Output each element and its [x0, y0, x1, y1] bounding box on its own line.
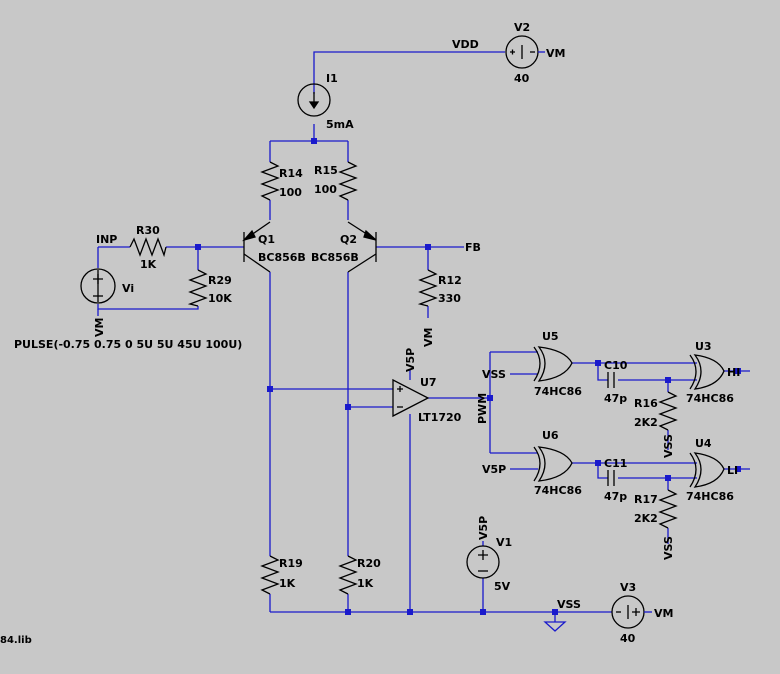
u5-label: U5 — [542, 330, 559, 343]
r19-label: R19 — [279, 557, 303, 570]
pulse-spec: PULSE(-0.75 0.75 0 5U 5U 45U 100U) — [14, 338, 242, 351]
r14-label: R14 — [279, 167, 303, 180]
r20-value: 1K — [357, 577, 374, 590]
r30-resistor[interactable] — [129, 237, 167, 258]
r15-value: 100 — [314, 183, 337, 196]
r19-value: 1K — [279, 577, 296, 590]
hi-net: HI — [727, 366, 740, 379]
q2-part: BC856B — [311, 251, 359, 264]
vi-label: Vi — [122, 282, 134, 295]
q1-label: Q1 — [258, 233, 275, 246]
v3-net: VM — [654, 607, 673, 620]
v2-label: V2 — [514, 21, 530, 34]
u3-part: 74HC86 — [686, 392, 734, 405]
junctions — [195, 138, 741, 615]
c11-value: 47p — [604, 490, 627, 503]
r12-resistor[interactable] — [417, 269, 438, 307]
c10-value: 47p — [604, 392, 627, 405]
li-net: LI — [727, 464, 738, 477]
v3-label: V3 — [620, 581, 636, 594]
vss-net: VSS — [557, 598, 581, 611]
r16-resistor[interactable] — [658, 391, 678, 431]
r14-value: 100 — [279, 186, 302, 199]
ground-symbol — [543, 621, 567, 632]
r12-net: VM — [422, 328, 435, 347]
v2-value: 40 — [514, 72, 530, 85]
u3-xor-gate[interactable] — [689, 354, 725, 390]
q1-transistor[interactable] — [242, 221, 271, 273]
v1-net: V5P — [477, 516, 490, 540]
fb-net: FB — [465, 241, 481, 254]
u3-label: U3 — [695, 340, 712, 353]
i1-value: 5mA — [326, 118, 354, 131]
vi-source[interactable] — [80, 268, 116, 304]
q1-part: BC856B — [258, 251, 306, 264]
r15-label: R15 — [314, 164, 338, 177]
u7-comparator[interactable] — [392, 378, 430, 418]
pwm-net: PWM — [476, 393, 489, 424]
r29-label: R29 — [208, 274, 232, 287]
vdd-label: VDD — [452, 38, 479, 51]
v1-label: V1 — [496, 536, 512, 549]
u5-xor-gate[interactable] — [533, 346, 573, 382]
c10-capacitor[interactable] — [607, 372, 615, 388]
r20-label: R20 — [357, 557, 381, 570]
vi-net: VM — [93, 318, 106, 337]
u7-net: V5P — [404, 348, 417, 372]
u6-net: V5P — [482, 463, 506, 476]
r17-net: VSS — [662, 536, 675, 560]
r29-resistor[interactable] — [187, 269, 208, 307]
inp-net: INP — [96, 233, 117, 246]
c11-capacitor[interactable] — [607, 470, 615, 486]
c10-label: C10 — [604, 359, 628, 372]
u7-label: U7 — [420, 376, 437, 389]
r19-resistor[interactable] — [260, 555, 280, 595]
r30-label: R30 — [136, 224, 160, 237]
u4-label: U4 — [695, 437, 712, 450]
i1-label: I1 — [326, 72, 338, 85]
r29-value: 10K — [208, 292, 232, 305]
v1-value: 5V — [494, 580, 511, 593]
i1-current-source[interactable] — [297, 83, 331, 117]
labels: VDD V2 40 VM I1 5mA R14 100 R15 100 Q1 B… — [0, 21, 740, 646]
r20-resistor[interactable] — [338, 555, 358, 595]
r17-value: 2K2 — [634, 512, 658, 525]
r16-value: 2K2 — [634, 416, 658, 429]
c11-label: C11 — [604, 457, 627, 470]
v3-value: 40 — [620, 632, 636, 645]
q2-transistor[interactable] — [347, 221, 377, 273]
u6-xor-gate[interactable] — [533, 446, 573, 482]
u6-label: U6 — [542, 429, 559, 442]
r15-resistor[interactable] — [338, 161, 358, 201]
v2-net: VM — [546, 47, 565, 60]
u7-part: LT1720 — [418, 411, 462, 424]
library-name: 84.lib — [0, 635, 32, 646]
r17-label: R17 — [634, 493, 658, 506]
r16-label: R16 — [634, 397, 658, 410]
v3-source[interactable] — [611, 595, 652, 629]
q2-label: Q2 — [340, 233, 357, 246]
v2-source[interactable] — [505, 35, 545, 69]
v1-source[interactable] — [466, 545, 500, 579]
u4-xor-gate[interactable] — [689, 452, 725, 488]
r16-net: VSS — [662, 434, 675, 458]
r12-label: R12 — [438, 274, 462, 287]
r17-resistor[interactable] — [658, 489, 678, 529]
u4-part: 74HC86 — [686, 490, 734, 503]
wires — [97, 51, 750, 622]
u6-part: 74HC86 — [534, 484, 582, 497]
u5-net: VSS — [482, 368, 506, 381]
r12-value: 330 — [438, 292, 461, 305]
r30-value: 1K — [140, 258, 157, 271]
r14-resistor[interactable] — [260, 161, 280, 201]
u5-part: 74HC86 — [534, 385, 582, 398]
